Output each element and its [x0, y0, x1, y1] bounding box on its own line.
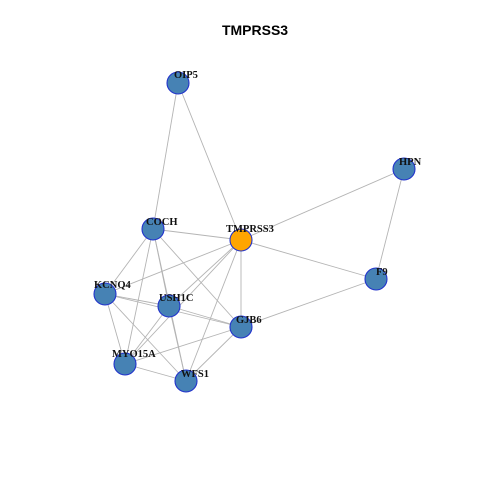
node-label-myo15a: MYO15A	[112, 349, 156, 360]
edge-gjb6-myo15a	[124, 326, 242, 365]
node-oip5[interactable]	[166, 71, 190, 95]
edge-tmprss3-wfs1	[185, 239, 242, 382]
edge-hpn-tmprss3	[240, 168, 405, 241]
node-label-f9: F9	[376, 267, 388, 278]
edge-tmprss3-kcnq4	[104, 239, 242, 295]
graph-title: TMPRSS3	[222, 22, 288, 38]
node-wfs1[interactable]	[174, 369, 198, 393]
edge-tmprss3-myo15a	[124, 239, 242, 365]
edge-ush1c-gjb6	[168, 305, 242, 328]
node-label-hpn: HPN	[399, 157, 422, 168]
edge-tmprss3-f9	[240, 239, 377, 280]
node-gjb6[interactable]	[229, 315, 253, 339]
node-coch[interactable]	[141, 217, 165, 241]
node-kcnq4[interactable]	[93, 282, 117, 306]
edge-coch-myo15a	[124, 228, 154, 365]
edge-oip5-coch	[152, 82, 179, 230]
edge-oip5-tmprss3	[177, 82, 242, 241]
edge-coch-gjb6	[152, 228, 242, 328]
node-label-oip5: OIP5	[174, 70, 198, 81]
node-hpn[interactable]	[392, 157, 416, 181]
node-f9[interactable]	[364, 267, 388, 291]
edge-tmprss3-ush1c	[168, 239, 242, 307]
node-tmprss3[interactable]	[229, 228, 253, 252]
node-label-kcnq4: KCNQ4	[94, 280, 132, 291]
node-label-coch: COCH	[146, 217, 178, 228]
edge-ush1c-myo15a	[124, 305, 170, 365]
edge-hpn-f9	[375, 168, 405, 280]
nodes-layer	[93, 71, 416, 393]
node-label-ush1c: USH1C	[159, 293, 193, 304]
node-label-gjb6: GJB6	[236, 315, 262, 326]
edge-coch-tmprss3	[152, 228, 242, 241]
edge-ush1c-wfs1	[168, 305, 187, 382]
node-label-tmprss3: TMPRSS3	[226, 224, 274, 235]
node-ush1c[interactable]	[157, 294, 181, 318]
edge-gjb6-wfs1	[185, 326, 242, 382]
edge-f9-gjb6	[240, 278, 377, 328]
edge-kcnq4-myo15a	[104, 293, 126, 365]
edge-coch-kcnq4	[104, 228, 154, 295]
node-label-wfs1: WFS1	[181, 369, 209, 380]
node-myo15a[interactable]	[113, 352, 137, 376]
